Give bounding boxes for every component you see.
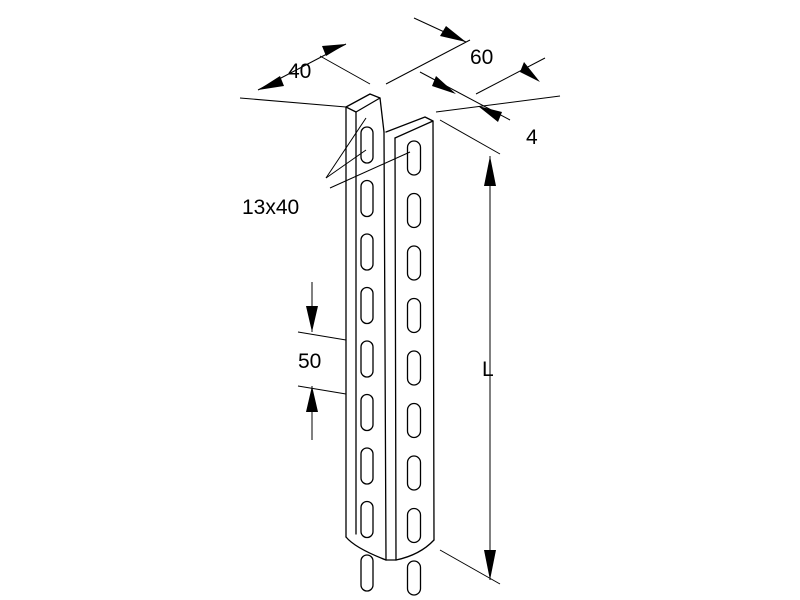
label-4: 4	[526, 126, 538, 149]
dimension-40: 40	[239, 43, 371, 108]
slot-left-3	[360, 233, 374, 271]
arrow-4-left	[432, 76, 456, 94]
u-profile-body	[345, 93, 435, 561]
slot-left-7	[360, 447, 374, 485]
label-40: 40	[288, 60, 311, 83]
slot-left-4	[360, 286, 374, 325]
arrow-40-left	[258, 76, 284, 90]
label-50: 50	[298, 350, 321, 373]
dimension-4: 4	[419, 71, 538, 149]
slot-front-7	[406, 455, 422, 491]
arrow-50-bottom	[306, 386, 318, 412]
arrow-40-right	[322, 44, 346, 56]
arrow-4-right	[478, 106, 502, 122]
slot-left-1	[360, 126, 374, 164]
slot-front-4	[406, 297, 422, 334]
slot-left-2	[360, 179, 374, 218]
front-face-slots	[406, 140, 422, 596]
slot-front-8	[406, 507, 422, 544]
label-L: L	[482, 358, 494, 381]
arrow-60-right	[520, 62, 540, 82]
slot-front-1	[406, 140, 422, 176]
slot-front-2	[406, 192, 422, 229]
label-13x40: 13x40	[242, 196, 299, 219]
arrow-60-top	[440, 26, 466, 42]
dimension-50: 50	[297, 282, 347, 440]
arrow-L-top	[484, 156, 496, 186]
arrow-50-top	[306, 306, 318, 332]
slot-left-5	[360, 340, 374, 378]
slot-left-9	[360, 554, 374, 592]
left-face-slots	[360, 126, 374, 592]
slot-front-6	[406, 402, 422, 439]
slot-front-3	[406, 245, 422, 281]
slot-front-5	[406, 350, 422, 386]
label-60: 60	[470, 46, 493, 69]
dimension-L: L	[439, 119, 501, 585]
slot-front-9	[406, 560, 422, 596]
slot-left-6	[360, 393, 374, 432]
arrow-L-bottom	[484, 550, 496, 580]
slot-left-8	[360, 500, 374, 539]
leader-13x40: 13x40	[242, 117, 411, 219]
dimension-60: 60	[385, 17, 561, 113]
